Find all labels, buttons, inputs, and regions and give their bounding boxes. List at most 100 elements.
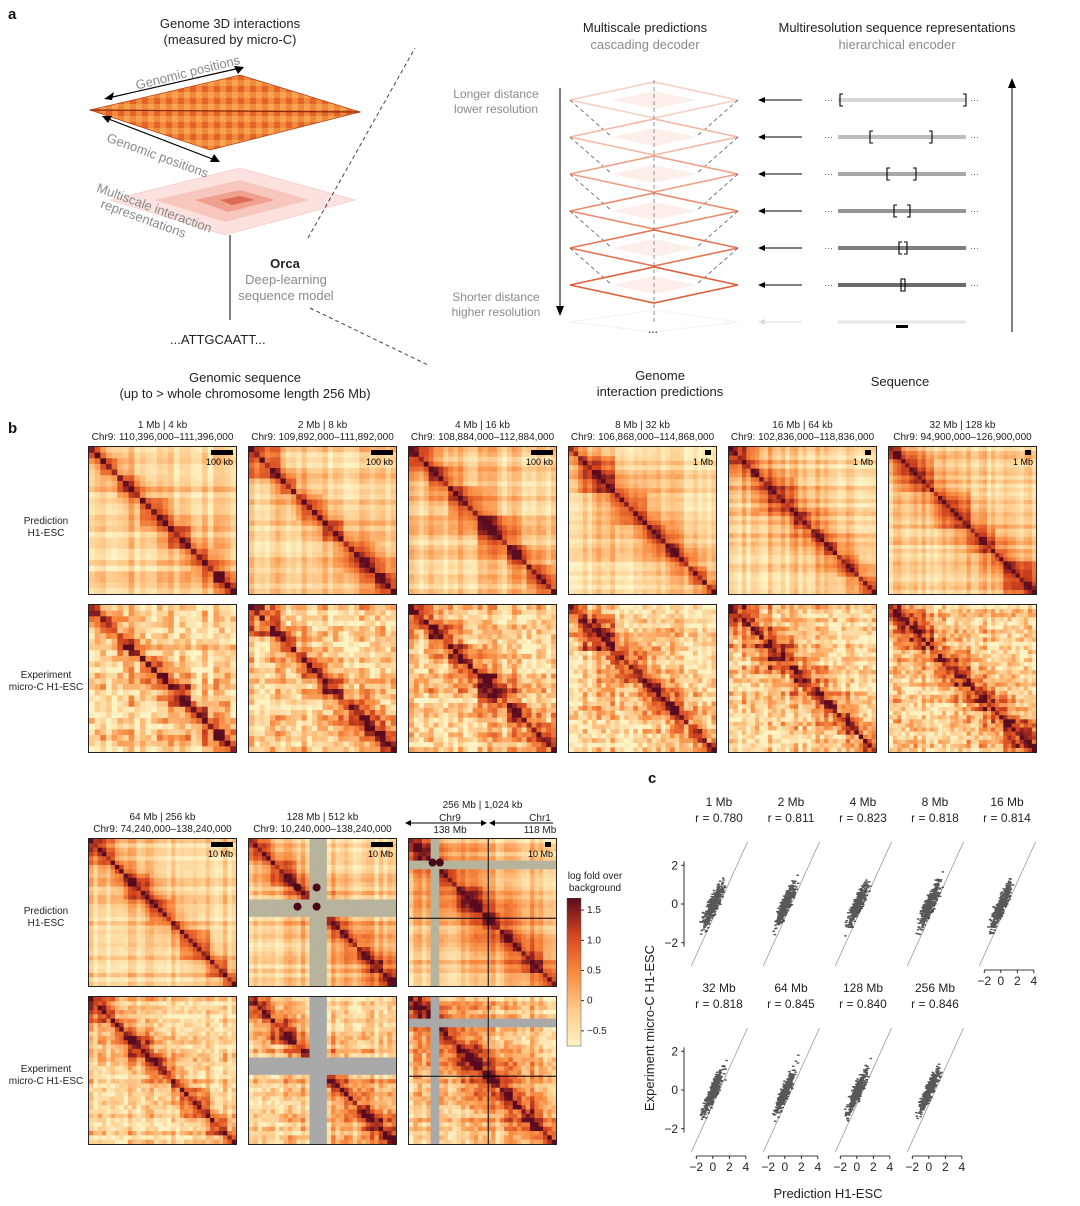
map-scale-5: 32 Mb | 128 kb bbox=[929, 420, 996, 431]
cascade-diagram: ···································· bbox=[556, 78, 1016, 333]
orca-sub-2: sequence model bbox=[238, 288, 334, 303]
diagonal-8 bbox=[906, 1027, 964, 1153]
scatter-title-8: 256 Mb bbox=[915, 981, 955, 995]
scale-bar-4 bbox=[865, 450, 871, 455]
scatter-points-7 bbox=[843, 1057, 873, 1122]
heatmap-exp-4 bbox=[728, 604, 877, 753]
colorbar-title-2: background bbox=[568, 883, 622, 894]
svg-text:···: ··· bbox=[824, 95, 833, 105]
row-exp-2: micro-C H1-ESC bbox=[8, 682, 84, 693]
scale-bar-2 bbox=[531, 450, 553, 455]
genome-int-1: Genome bbox=[635, 368, 685, 383]
xtick-5-0: −2 bbox=[689, 1160, 703, 1174]
scatter-panel-3: 8 Mb r = 0.818 bbox=[906, 795, 964, 967]
orca-label: Orca bbox=[270, 256, 300, 271]
scatter-r-4: r = 0.814 bbox=[983, 811, 1031, 825]
row-exp-1: Experiment bbox=[20, 670, 72, 681]
scatter-points-5 bbox=[699, 1059, 728, 1120]
x-axis-label: Prediction H1-ESC bbox=[773, 1186, 882, 1201]
xtick-5-1: 0 bbox=[709, 1160, 716, 1174]
heatmap-bottom-exp-0 bbox=[88, 996, 237, 1145]
xtick-4-3: 4 bbox=[1031, 974, 1038, 988]
colorbar-tick-label-2: 0.5 bbox=[587, 965, 601, 976]
row-label-prediction-bottom: Prediction H1-ESC bbox=[6, 906, 86, 930]
svg-text:···: ··· bbox=[824, 169, 833, 179]
shorter-distance-2: higher resolution bbox=[451, 305, 541, 319]
heatmap-bottom-exp-2 bbox=[408, 996, 557, 1145]
chr9-length: 138 Mb bbox=[433, 825, 467, 836]
heatmap-pred-1 bbox=[248, 446, 397, 595]
cascading-decoder: cascading decoder bbox=[590, 37, 700, 52]
scatter-r-0: r = 0.780 bbox=[695, 811, 743, 825]
heatmap-exp-2 bbox=[408, 604, 557, 753]
ytick-5-2: −2 bbox=[664, 1122, 678, 1136]
scale-bar-label-0: 100 kb bbox=[205, 457, 233, 467]
scatter-title-0: 1 Mb bbox=[706, 795, 733, 809]
row-pred-2: H1-ESC bbox=[27, 528, 65, 539]
row-pred-2b: H1-ESC bbox=[27, 918, 65, 929]
row-pred-1: Prediction bbox=[23, 516, 69, 527]
map-coord-2: Chr9: 108,884,000–112,884,000 bbox=[410, 432, 555, 443]
scatter-title-6: 64 Mb bbox=[774, 981, 808, 995]
multires-title: Multiresolution sequence representations bbox=[778, 20, 1016, 35]
scatter-title-3: 8 Mb bbox=[922, 795, 949, 809]
map-coord-4: Chr9: 102,836,000–118,836,000 bbox=[730, 432, 875, 443]
heatmap-pred-0 bbox=[88, 446, 237, 595]
svg-text:···: ··· bbox=[970, 132, 979, 142]
map-coord-3: Chr9: 106,868,000–114,868,000 bbox=[570, 432, 715, 443]
chr1-length: 118 Mb bbox=[523, 825, 557, 836]
scatter-points-0 bbox=[698, 877, 727, 936]
scatter-title-7: 128 Mb bbox=[843, 981, 883, 995]
map-scale-1: 2 Mb | 8 kb bbox=[297, 420, 348, 431]
ytick-5-0: 2 bbox=[671, 1044, 678, 1058]
genome-int-2: interaction predictions bbox=[596, 384, 724, 399]
cascade-ellipsis: ... bbox=[648, 322, 659, 336]
map-scale-4: 16 Mb | 64 kb bbox=[772, 420, 833, 431]
scatter-panel-2: 4 Mbr = 0.823 bbox=[834, 795, 892, 967]
scale-bar-label-2: 100 kb bbox=[525, 457, 553, 467]
scatter-points-3 bbox=[915, 871, 945, 936]
scale-bar-label-4: 1 Mb bbox=[852, 457, 873, 467]
scale-bar-5 bbox=[1025, 450, 1031, 455]
map-coord-1: Chr9: 109,892,000–111,892,000 bbox=[251, 432, 394, 443]
svg-text:···: ··· bbox=[970, 95, 979, 105]
bottom-scale-bar-2 bbox=[545, 842, 551, 847]
orca-sub-1: Deep-learning bbox=[245, 272, 327, 287]
genome3d-subtitle: (measured by micro-C) bbox=[163, 32, 297, 47]
ytick-0-0: 2 bbox=[671, 858, 678, 872]
heatmap-exp-5 bbox=[888, 604, 1037, 753]
sequence-string: ...ATTGCAATT... bbox=[170, 332, 266, 347]
svg-text:···: ··· bbox=[824, 132, 833, 142]
genomic-seq-2: (up to > whole chromosome length 256 Mb) bbox=[119, 386, 371, 401]
ytick-0-1: 0 bbox=[671, 897, 678, 911]
scatter-r-1: r = 0.811 bbox=[768, 811, 815, 825]
shorter-distance-1: Shorter distance bbox=[452, 290, 540, 304]
bottom-map-scale-1: 128 Mb | 512 kb bbox=[286, 812, 359, 823]
scatter-r-3: r = 0.818 bbox=[911, 811, 959, 825]
heatmap-bottom-pred-1 bbox=[248, 838, 397, 987]
scatter-title-4: 16 Mb bbox=[990, 795, 1024, 809]
xtick-8-1: 0 bbox=[925, 1160, 932, 1174]
scatter-points-2 bbox=[844, 879, 872, 937]
y-axis-label: Experiment micro-C H1-ESC bbox=[642, 945, 657, 1111]
scatter-r-5: r = 0.818 bbox=[695, 997, 743, 1011]
colorbar-title-1: log fold over bbox=[567, 871, 623, 882]
scale-bar-label-1: 100 kb bbox=[365, 457, 393, 467]
scatter-r-2: r = 0.823 bbox=[839, 811, 887, 825]
chr9-label: Chr9 bbox=[439, 813, 461, 824]
heatmap-exp-3 bbox=[568, 604, 717, 753]
xtick-6-3: 4 bbox=[815, 1160, 822, 1174]
longer-distance-1: Longer distance bbox=[453, 87, 539, 101]
ytick-0-2: −2 bbox=[664, 936, 678, 950]
bottom-scale-bar-label-0: 10 Mb bbox=[207, 849, 233, 859]
colorbar-tick-label-4: −0.5 bbox=[587, 1026, 607, 1037]
multiscale-pred-title: Multiscale predictions bbox=[582, 20, 708, 35]
xtick-4-2: 2 bbox=[1014, 974, 1021, 988]
scatter-title-5: 32 Mb bbox=[702, 981, 736, 995]
panel-letter-b: b bbox=[8, 420, 18, 437]
map-coord-0: Chr9: 110,396,000–111,396,000 bbox=[91, 432, 234, 443]
